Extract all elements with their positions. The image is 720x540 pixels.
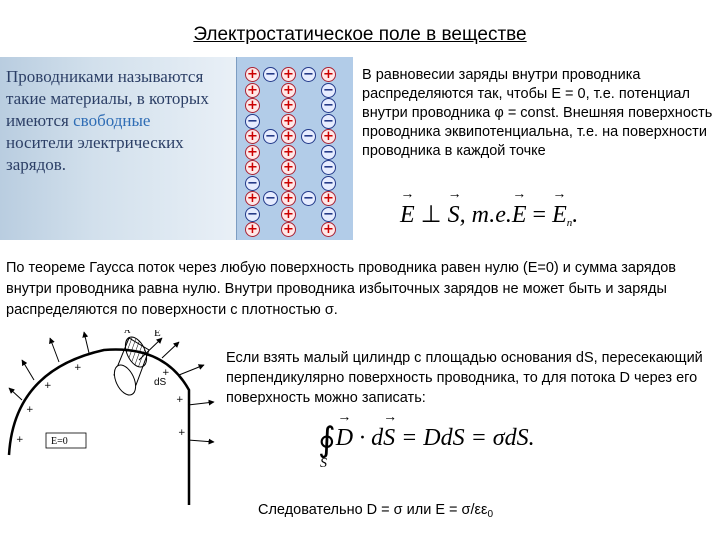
positive-charge: + [321, 67, 336, 82]
equilibrium-paragraph: В равновесии заряды внутри проводника ра… [362, 67, 713, 159]
small-cylinder [113, 336, 150, 396]
label-e-zero: E=0 [51, 436, 68, 447]
negative-charge: − [321, 175, 336, 191]
label-e: E [154, 330, 161, 339]
negative-charge: − [245, 206, 260, 222]
positive-charge: + [245, 222, 260, 237]
negative-charge: − [301, 129, 316, 144]
definition-line-1: Проводниками называются [6, 67, 204, 86]
negative-charge: − [321, 206, 336, 222]
vector-ds: S [383, 410, 395, 452]
flux-formula: ∮SD · dS = DdS = σdS. [318, 410, 535, 471]
negative-charge: − [263, 129, 278, 144]
positive-charge: + [321, 129, 336, 144]
normal-arrow [138, 337, 163, 361]
negative-charge: − [321, 82, 336, 98]
negative-charge: − [263, 67, 278, 82]
formula1-mid: , т.е. [459, 202, 512, 228]
negative-charge: − [263, 191, 278, 206]
positive-charge: + [281, 175, 296, 191]
positive-charge: + [281, 206, 296, 222]
vector-s: S [448, 187, 460, 229]
positive-charge: + [281, 67, 296, 82]
positive-charge: + [281, 113, 296, 129]
gauss-paragraph: По теореме Гаусса поток через любую пове… [6, 260, 676, 318]
definition-line-4: носители электрических [6, 133, 184, 152]
formula2-rest: = DdS = σdS. [395, 425, 535, 451]
surface-plus: + [176, 395, 184, 405]
surface-plus: + [26, 405, 34, 415]
label-ds: dS [154, 377, 167, 388]
vector-e: E [400, 187, 415, 229]
positive-charge: + [281, 82, 296, 98]
positive-charge: + [281, 144, 296, 160]
perp-symbol: ⊥ [414, 202, 448, 228]
surface-plus: + [74, 363, 82, 373]
positive-charge: + [281, 160, 296, 175]
formula2-dot: · d [353, 425, 384, 451]
surface-plus: + [16, 435, 24, 445]
negative-charge: − [301, 67, 316, 82]
field-arrows [8, 331, 215, 445]
positive-charge: + [245, 160, 260, 175]
positive-charge: + [245, 129, 260, 144]
conclusion: Следовательно D = σ или E = σ/εε0 [258, 502, 493, 520]
subscript-n: n [566, 217, 573, 229]
positive-charge: + [281, 222, 296, 237]
surface-diagram: + + + + + + + E A dS E=0 [7, 330, 215, 505]
definition-panel [0, 57, 236, 240]
perpendicular-formula: E ⊥ S, т.е.E = En. [400, 187, 579, 229]
definition-line-3a: имеются [6, 111, 74, 130]
positive-charge: + [245, 67, 260, 82]
conductor-surface [7, 348, 191, 505]
positive-charge: + [245, 191, 260, 206]
surface-plus: + [178, 428, 186, 438]
negative-charge: − [321, 98, 336, 113]
positive-charge: + [281, 129, 296, 144]
label-a: A [124, 330, 131, 335]
negative-charge: − [245, 175, 260, 191]
vector-en: E [552, 187, 567, 229]
positive-charge: + [281, 98, 296, 113]
definition-line-3: имеются свободные [6, 110, 246, 132]
cylinder-paragraph: Если взять малый цилиндр с площадью осно… [226, 350, 703, 406]
negative-charge: − [301, 191, 316, 206]
formula1-dot: . [572, 202, 579, 228]
definition-line-5: зарядов. [6, 155, 67, 174]
negative-charge: − [321, 113, 336, 129]
definition-text: Проводниками называются такие материалы,… [6, 66, 246, 176]
integral-subscript: S [320, 456, 327, 471]
positive-charge: + [321, 191, 336, 206]
positive-charge: + [281, 191, 296, 206]
surface-plus: + [162, 368, 170, 378]
positive-charge: + [245, 144, 260, 160]
negative-charge: − [245, 113, 260, 129]
positive-charge: + [245, 98, 260, 113]
vector-d: D [336, 410, 354, 452]
conductor-charges-figure: +−+−+++−++−−+−+−+−+++−++−−+−+−+−+−+−+++ [236, 57, 353, 240]
vector-e2: E [512, 187, 527, 229]
e-zero-box [45, 432, 87, 449]
surface-plus: + [44, 381, 52, 391]
negative-charge: − [321, 144, 336, 160]
conclusion-text: Следовательно D = σ или E = σ/εε [258, 502, 488, 518]
slide-title: Электростатическое поле в веществе [193, 24, 527, 45]
conclusion-subscript: 0 [487, 509, 493, 520]
formula1-eq: = [526, 202, 553, 228]
definition-highlight: свободные [73, 111, 151, 130]
negative-charge: − [321, 160, 336, 175]
contour-integral: ∮ [318, 422, 336, 459]
surface-charges: + + + + + + + [16, 363, 186, 445]
definition-line-2: такие материалы, в которых [6, 89, 209, 108]
positive-charge: + [321, 222, 336, 237]
positive-charge: + [245, 82, 260, 98]
